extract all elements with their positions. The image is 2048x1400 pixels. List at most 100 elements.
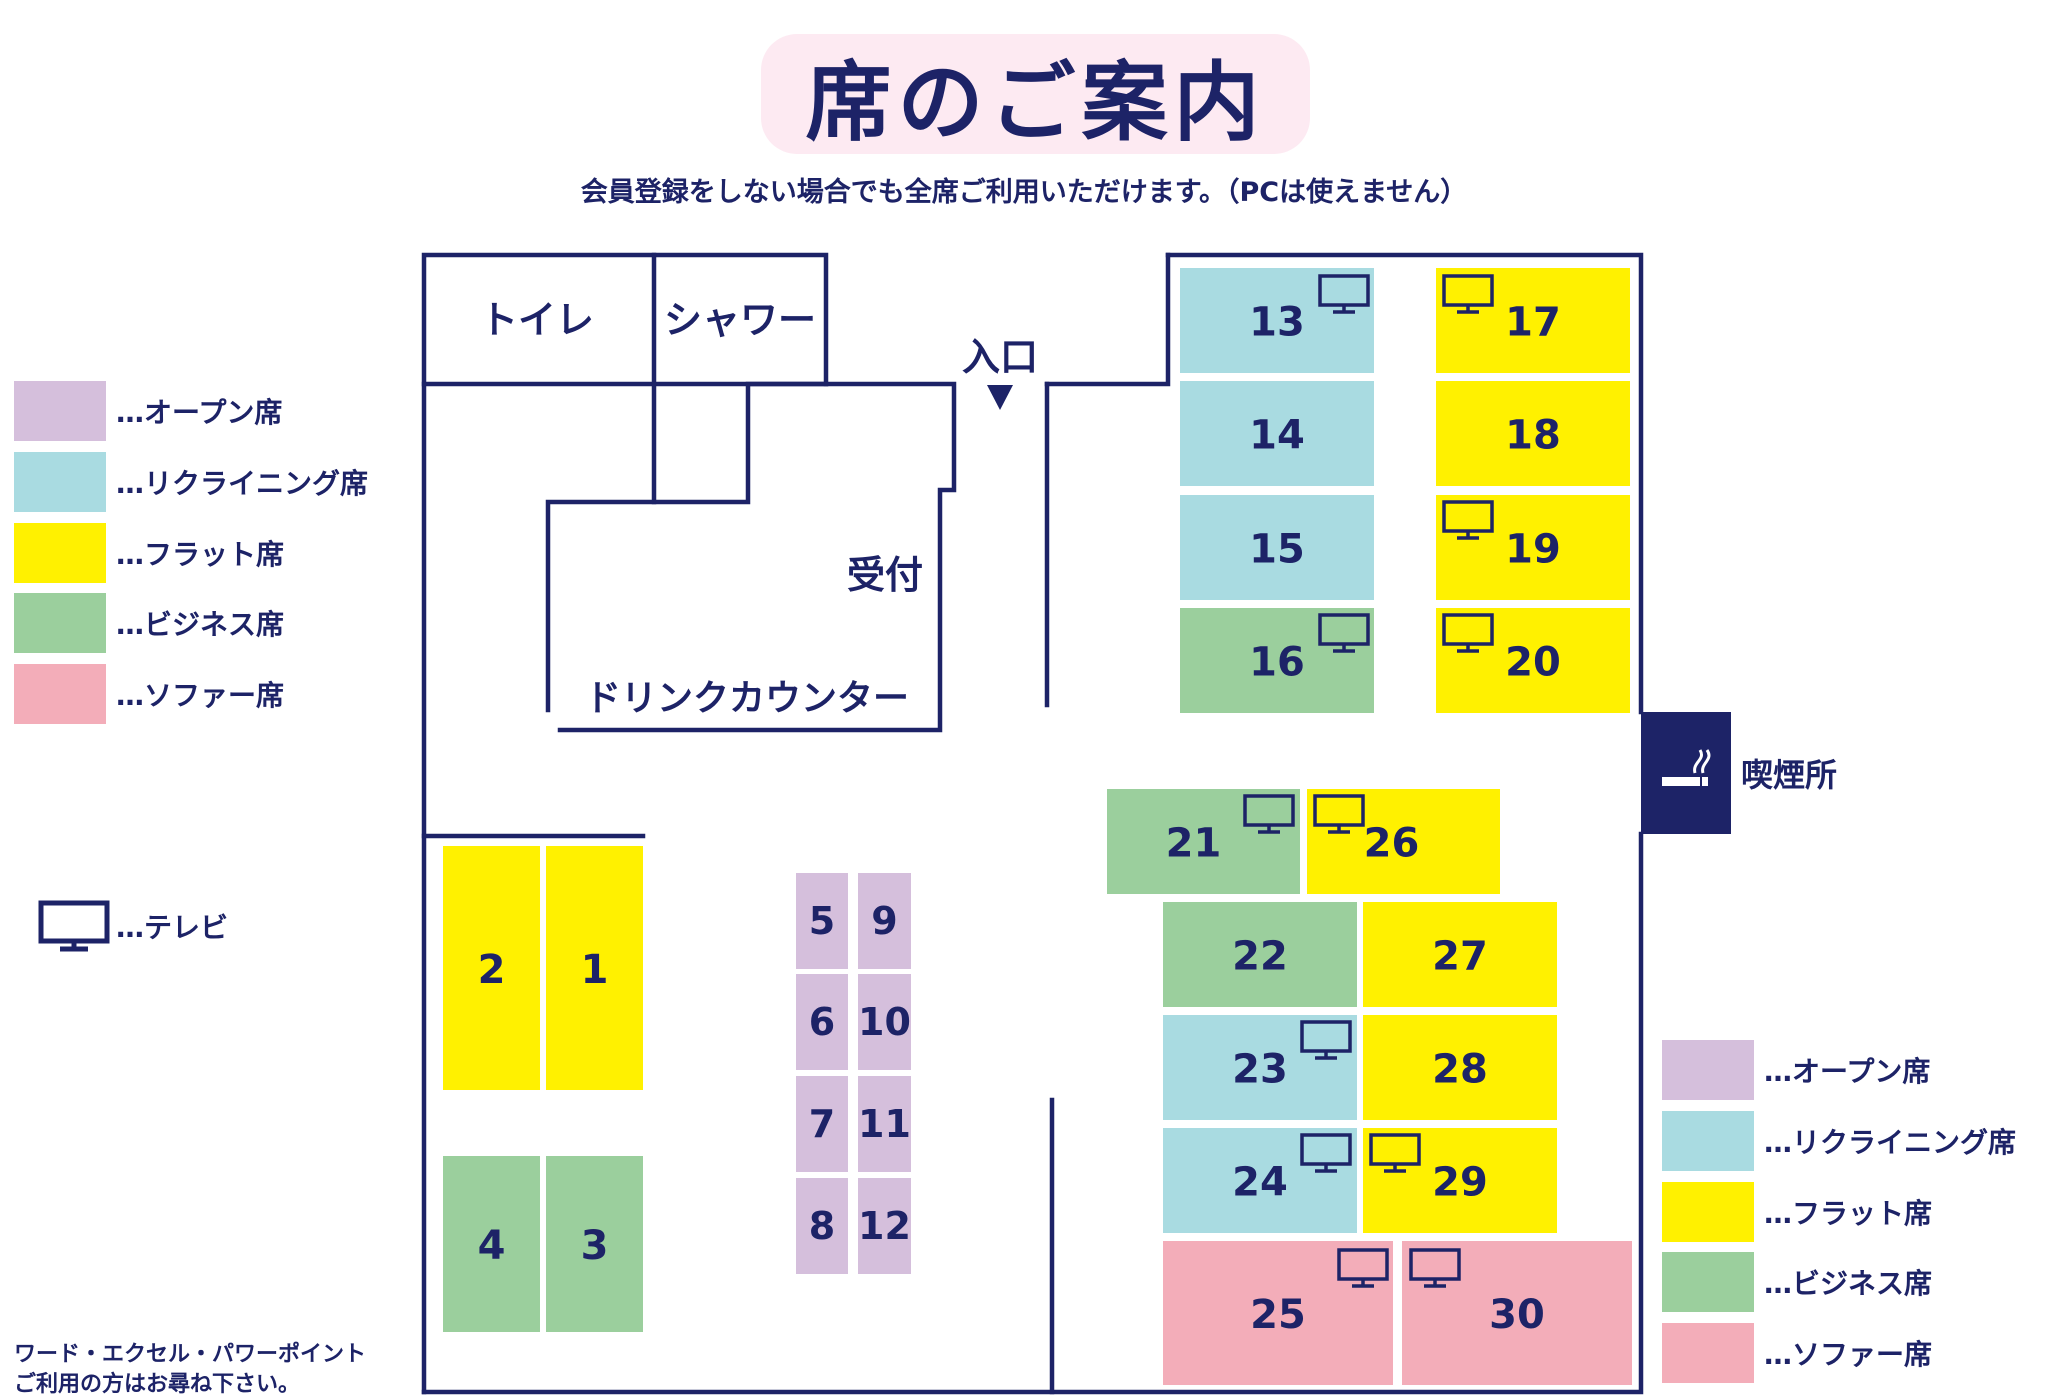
seat-16-area[interactable] (1180, 608, 1374, 713)
seat-15[interactable]: 15 (1180, 495, 1374, 600)
seat-10-area[interactable] (858, 974, 911, 1070)
seat-7[interactable]: 7 (796, 1076, 848, 1172)
seat-26-area[interactable] (1307, 789, 1500, 894)
seat-21-area[interactable] (1107, 789, 1300, 894)
legend-label-flat: …フラット席 (116, 538, 285, 571)
seat-13[interactable]: 13 (1180, 268, 1374, 373)
seat-11-area[interactable] (858, 1076, 911, 1172)
legend-label-sofa: …ソファー席 (116, 679, 285, 712)
seat-number: 5 (809, 899, 835, 943)
seat-number: 2 (478, 947, 506, 993)
legend-item-sofa: …ソファー席 (14, 664, 284, 724)
entrance-wall (1044, 252, 1171, 387)
seat-7-area[interactable] (796, 1076, 848, 1172)
seat-12-area[interactable] (858, 1178, 911, 1274)
reception-counter-outline (545, 381, 957, 733)
seat-27[interactable]: 27 (1363, 902, 1557, 1007)
seat-number: 8 (809, 1204, 835, 1248)
legend-item-business: …ビジネス席 (14, 593, 284, 653)
seat-23[interactable]: 23 (1163, 1015, 1357, 1120)
seat-25-area[interactable] (1163, 1241, 1393, 1385)
seat-28[interactable]: 28 (1363, 1015, 1557, 1120)
seat-30[interactable]: 30 (1402, 1241, 1632, 1385)
walls (421, 252, 1644, 1395)
seat-14[interactable]: 14 (1180, 381, 1374, 486)
seat-25[interactable]: 25 (1163, 1241, 1393, 1385)
seat-1[interactable]: 1 (546, 846, 643, 1090)
seat-23-area[interactable] (1163, 1015, 1357, 1120)
seat-number: 28 (1432, 1047, 1488, 1093)
seat-3[interactable]: 3 (546, 1156, 643, 1332)
seat-9[interactable]: 9 (858, 873, 911, 969)
seat-14-area[interactable] (1180, 381, 1374, 486)
seat-27-area[interactable] (1363, 902, 1557, 1007)
seat-21[interactable]: 21 (1107, 789, 1300, 894)
seat-number: 12 (858, 1204, 911, 1248)
legend-swatch-business (1662, 1252, 1754, 1312)
seat-19[interactable]: 19 (1436, 495, 1630, 600)
software-note: ワード・エクセル・パワーポイント ご利用の方はお尋ね下さい。 (14, 1340, 366, 1400)
seat-17[interactable]: 17 (1436, 268, 1630, 373)
seat-2[interactable]: 2 (443, 846, 540, 1090)
seat-number: 26 (1364, 821, 1420, 867)
title-pill: 席のご案内 (761, 34, 1310, 154)
room-label-toilet: トイレ (480, 298, 594, 342)
seat-12[interactable]: 12 (858, 1178, 911, 1274)
seat-22-area[interactable] (1163, 902, 1357, 1007)
seat-29[interactable]: 29 (1363, 1128, 1557, 1233)
seat-10[interactable]: 10 (858, 974, 911, 1070)
seat-11[interactable]: 11 (858, 1076, 911, 1172)
seat-15-area[interactable] (1180, 495, 1374, 600)
outer-wall-left (421, 252, 829, 1395)
seat-24-area[interactable] (1163, 1128, 1357, 1233)
legend-item-business: …ビジネス席 (1662, 1252, 1932, 1312)
seat-28-area[interactable] (1363, 1015, 1557, 1120)
seat-16[interactable]: 16 (1180, 608, 1374, 713)
seat-22[interactable]: 22 (1163, 902, 1357, 1007)
seat-6[interactable]: 6 (796, 974, 848, 1070)
legend-swatch-flat (1662, 1182, 1754, 1242)
seat-18[interactable]: 18 (1436, 381, 1630, 486)
seat-4-area[interactable] (443, 1156, 540, 1332)
seat-26[interactable]: 26 (1307, 789, 1500, 894)
seat-number: 29 (1432, 1160, 1488, 1206)
seat-number: 21 (1166, 821, 1222, 867)
legend-label-business: …ビジネス席 (116, 608, 285, 641)
seat-20-area[interactable] (1436, 608, 1630, 713)
tv-icon (1318, 613, 1370, 653)
smoking-room[interactable] (1641, 712, 1731, 834)
seat-1-area[interactable] (546, 846, 643, 1090)
seat-2-area[interactable] (443, 846, 540, 1090)
seat-8[interactable]: 8 (796, 1178, 848, 1274)
room-label-shower: シャワー (664, 298, 816, 342)
legend-item-flat: …フラット席 (1662, 1182, 1932, 1242)
seat-18-area[interactable] (1436, 381, 1630, 486)
seat-3-area[interactable] (546, 1156, 643, 1332)
seat-4[interactable]: 4 (443, 1156, 540, 1332)
seat-24[interactable]: 24 (1163, 1128, 1357, 1233)
legend-swatch-recline (1662, 1111, 1754, 1171)
seat-number: 7 (809, 1102, 835, 1146)
seat-13-area[interactable] (1180, 268, 1374, 373)
seat-number: 11 (858, 1102, 911, 1146)
seat-17-area[interactable] (1436, 268, 1630, 373)
seat-30-area[interactable] (1402, 1241, 1632, 1385)
seat-20[interactable]: 20 (1436, 608, 1630, 713)
tv-icon (1409, 1248, 1461, 1288)
seat-29-area[interactable] (1363, 1128, 1557, 1233)
seat-5-area[interactable] (796, 873, 848, 969)
seat-number: 19 (1505, 527, 1561, 573)
room-label-reception: 受付 (847, 553, 923, 597)
seat-number: 15 (1249, 527, 1305, 573)
legend-item-recline: …リクライニング席 (14, 452, 368, 512)
seat-5[interactable]: 5 (796, 873, 848, 969)
seat-number: 9 (871, 899, 897, 943)
seat-19-area[interactable] (1436, 495, 1630, 600)
seat-number: 17 (1505, 300, 1561, 346)
legend-label-open: …オープン席 (1764, 1055, 1931, 1088)
seat-9-area[interactable] (858, 873, 911, 969)
legend-swatch-open (14, 381, 106, 441)
seat-8-area[interactable] (796, 1178, 848, 1274)
seat-6-area[interactable] (796, 974, 848, 1070)
room-label-drink-counter: ドリンクカウンター (585, 678, 909, 719)
